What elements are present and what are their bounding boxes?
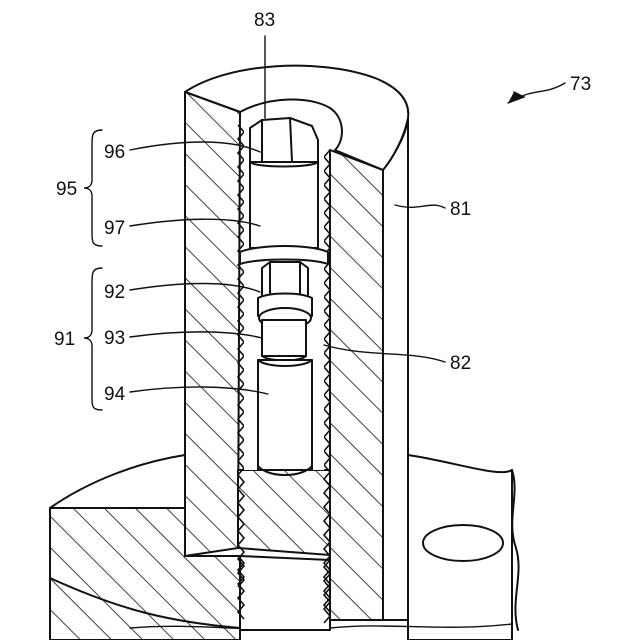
bore-bottom-section [238,470,330,555]
label-81: 81 [450,199,471,220]
sleeve-outer-right-surface [383,115,408,620]
bracket-95 [84,130,102,246]
label-92: 92 [104,282,125,303]
label-93: 93 [104,328,125,349]
upper-shaft [250,162,318,248]
lower-screw [258,262,312,475]
label-73: 73 [570,74,591,95]
lower-neck [262,320,306,356]
brackets [84,130,102,410]
upper-hex-head [250,118,318,162]
leader-73-arrow [508,92,524,103]
label-91: 91 [54,329,75,350]
bracket-91 [84,268,102,410]
label-96: 96 [104,142,125,163]
upper-screw [240,118,328,264]
plate-slot-hole [423,525,503,561]
label-83: 83 [254,10,275,31]
label-97: 97 [104,218,125,239]
sleeve-right-wall-section [330,150,383,620]
label-82: 82 [450,353,471,374]
lower-shaft [258,360,312,470]
label-95: 95 [56,179,77,200]
lower-bore [240,556,330,630]
label-94: 94 [104,384,126,405]
sleeve-left-wall-section [185,92,240,556]
